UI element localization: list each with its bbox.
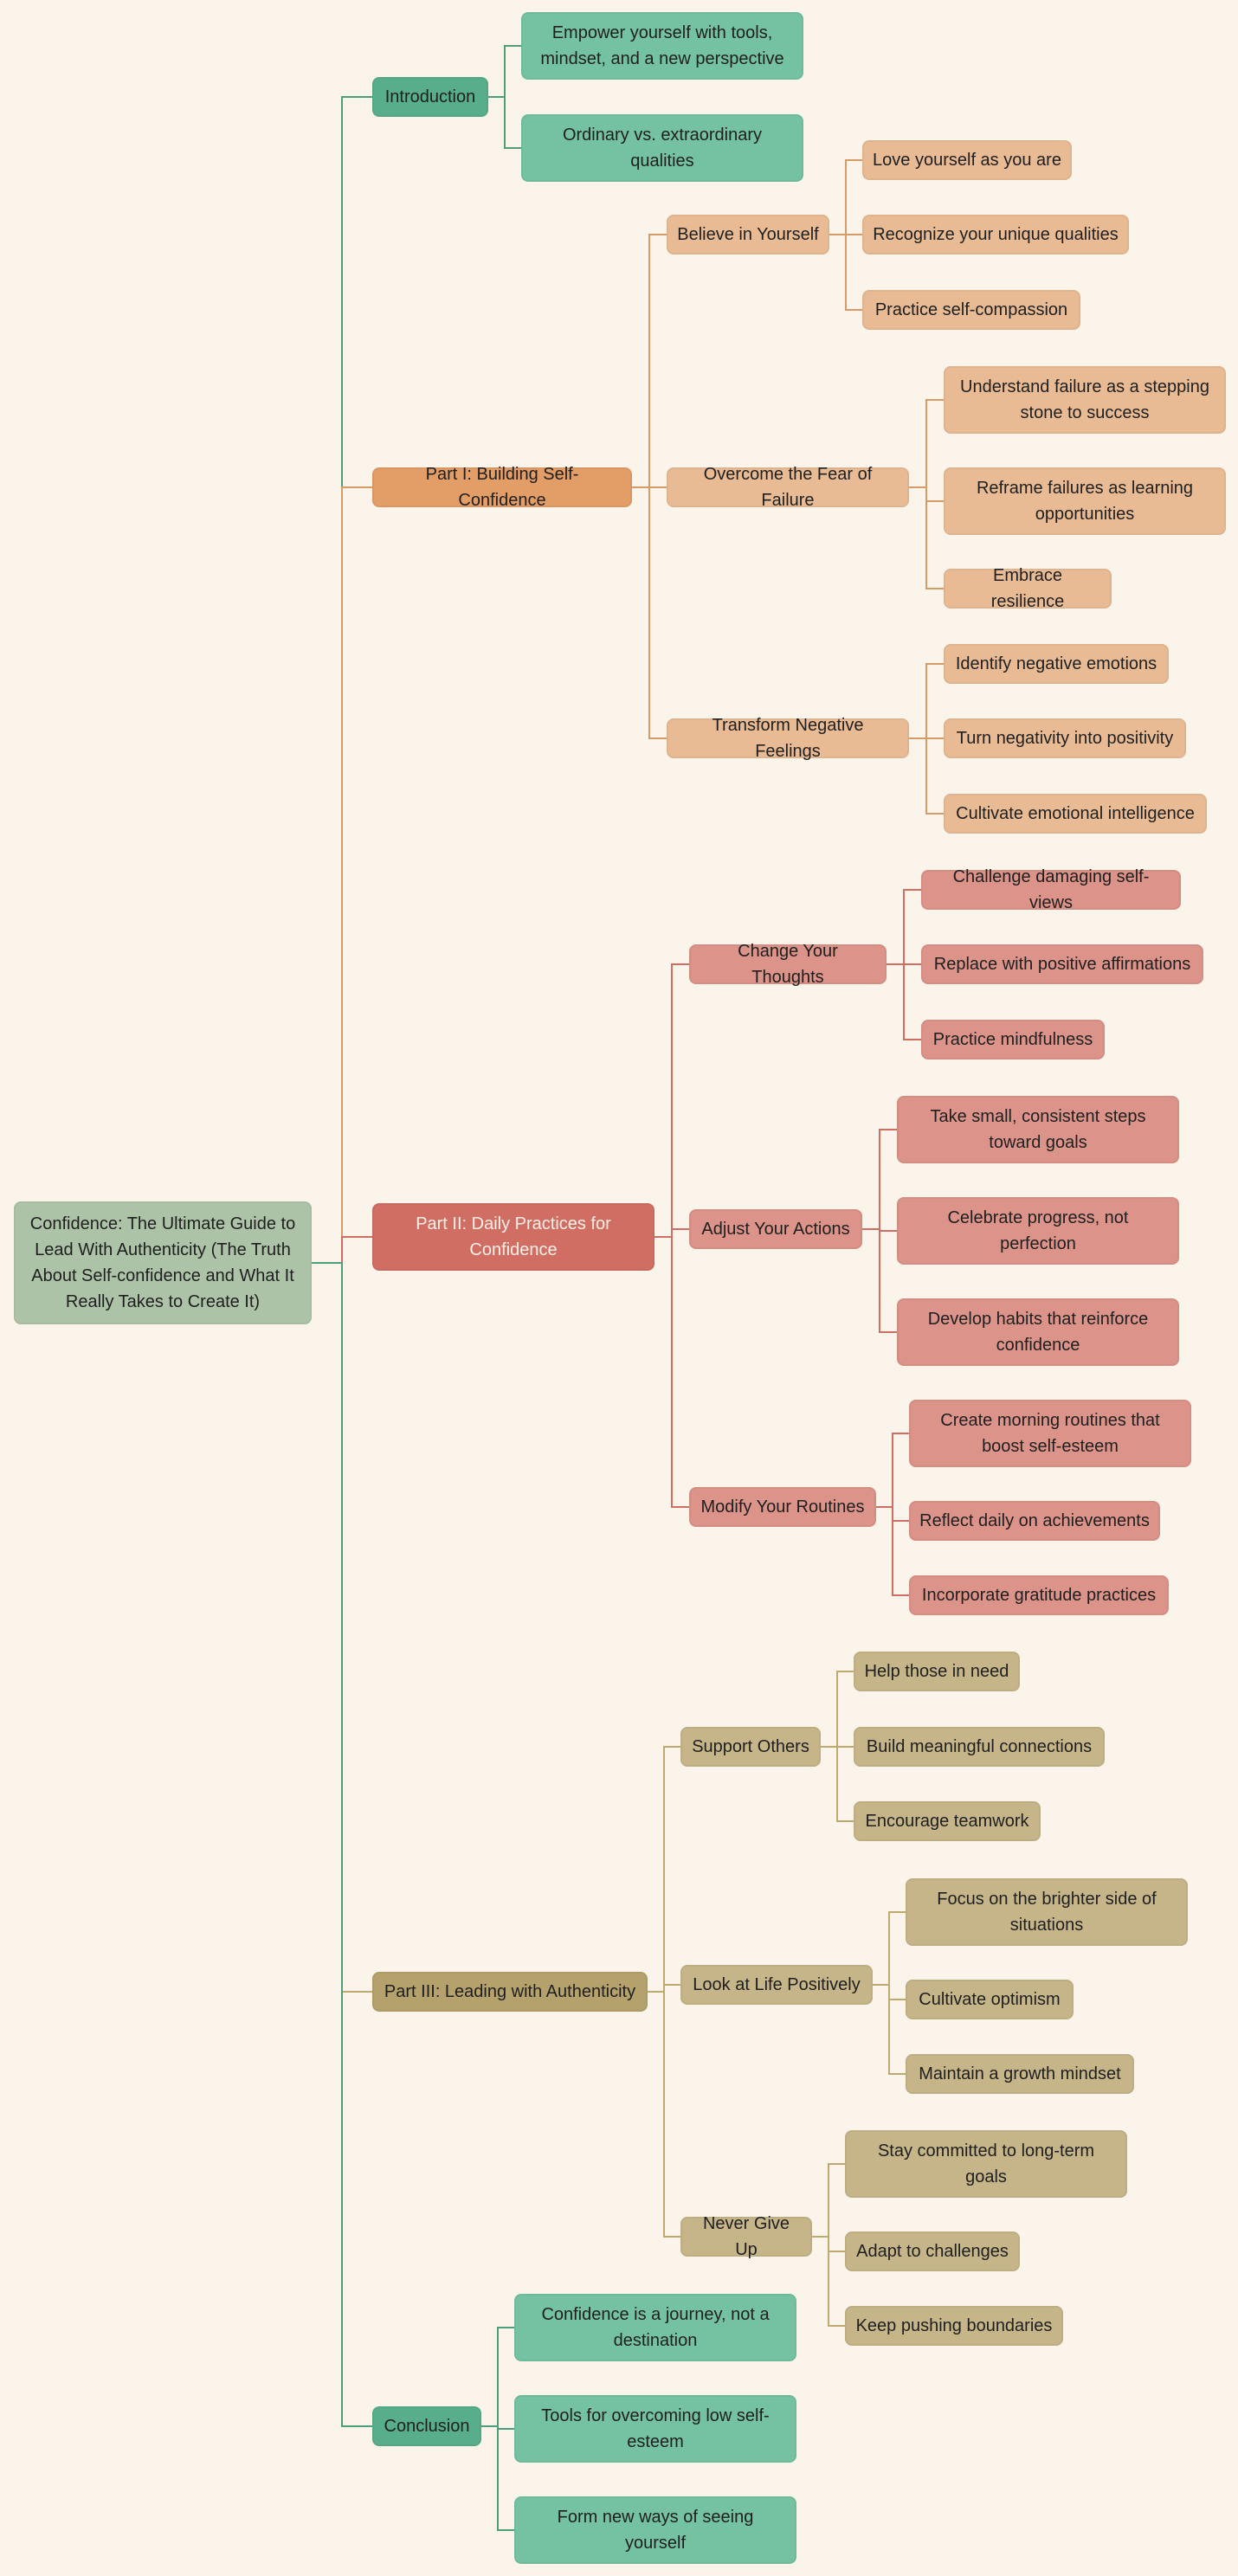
- connector-leaf-stepping-stone: [909, 399, 944, 488]
- connector-branch-part-1: [312, 486, 372, 1264]
- conclusion-item-new-ways: Form new ways of seeing yourself: [514, 2496, 796, 2564]
- leaf-adapt-challenges: Adapt to challenges: [845, 2231, 1020, 2271]
- connector-leaf-self-compassion: [829, 234, 862, 311]
- connector-leaf-love-yourself: [829, 159, 862, 235]
- leaf-help-those: Help those in need: [854, 1652, 1020, 1691]
- leaf-self-compassion: Practice self-compassion: [862, 290, 1080, 330]
- intro-item-empower: Empower yourself with tools, mindset, an…: [521, 12, 803, 80]
- connector-leaf-encourage-teamwork: [821, 1746, 854, 1822]
- leaf-gratitude: Incorporate gratitude practices: [909, 1575, 1169, 1615]
- topic-transform-negative: Transform Negative Feelings: [667, 716, 909, 761]
- leaf-brighter-side: Focus on the brighter side of situations: [906, 1878, 1188, 1946]
- connector-topic-never-give-up: [648, 1991, 680, 2238]
- branch-part-1: Part I: Building Self-Confidence: [372, 465, 632, 510]
- connector-branch-conclusion: [312, 1262, 372, 2427]
- connector-leaf-develop-habits: [862, 1228, 897, 1333]
- connector-leaf-challenge-self-views: [887, 889, 921, 965]
- connector-conclusion-item-new-ways: [481, 2425, 514, 2531]
- topic-believe-in-yourself: Believe in Yourself: [667, 215, 829, 254]
- leaf-morning-routines: Create morning routines that boost self-…: [909, 1400, 1191, 1467]
- leaf-meaningful-connections: Build meaningful connections: [854, 1727, 1105, 1767]
- leaf-reflect-daily: Reflect daily on achievements: [909, 1501, 1160, 1541]
- connector-topic-modify-routines: [654, 1236, 689, 1508]
- connector-leaf-brighter-side: [873, 1911, 906, 1986]
- connector-topic-adjust-actions: [654, 1228, 689, 1238]
- connector-leaf-identify-emotions: [909, 663, 944, 739]
- intro-item-ordinary: Ordinary vs. extraordinary qualities: [521, 114, 803, 182]
- connector-leaf-pushing-boundaries: [812, 2236, 845, 2327]
- root-node: Confidence: The Ultimate Guide to Lead W…: [14, 1201, 312, 1324]
- branch-introduction: Introduction: [372, 77, 488, 117]
- connector-intro-item-empower: [488, 45, 521, 98]
- connector-leaf-help-those: [821, 1671, 854, 1748]
- leaf-encourage-teamwork: Encourage teamwork: [854, 1801, 1041, 1841]
- connector-leaf-mindfulness: [887, 963, 921, 1040]
- topic-modify-routines: Modify Your Routines: [689, 1487, 876, 1527]
- leaf-emotional-intelligence: Cultivate emotional intelligence: [944, 794, 1207, 834]
- leaf-stepping-stone: Understand failure as a stepping stone t…: [944, 366, 1226, 434]
- leaf-embrace-resilience: Embrace resilience: [944, 566, 1112, 611]
- connector-topic-look-positively: [648, 1984, 680, 1993]
- connector-topic-support-others: [648, 1746, 680, 1993]
- connector-topic-believe-in-yourself: [632, 234, 667, 488]
- connector-leaf-emotional-intelligence: [909, 737, 944, 815]
- leaf-reframe-failures: Reframe failures as learning opportuniti…: [944, 467, 1226, 535]
- topic-look-positively: Look at Life Positively: [680, 1965, 873, 2005]
- connector-intro-item-ordinary: [488, 96, 521, 149]
- leaf-positive-affirmations: Replace with positive affirmations: [921, 944, 1203, 984]
- topic-fear-of-failure: Overcome the Fear of Failure: [667, 465, 909, 510]
- leaf-challenge-self-views: Challenge damaging self-views: [921, 867, 1181, 912]
- leaf-celebrate-progress: Celebrate progress, not perfection: [897, 1197, 1179, 1265]
- connector-topic-change-thoughts: [654, 963, 689, 1238]
- leaf-turn-negativity: Turn negativity into positivity: [944, 718, 1186, 758]
- topic-support-others: Support Others: [680, 1727, 821, 1767]
- leaf-cultivate-optimism: Cultivate optimism: [906, 1980, 1074, 2019]
- topic-change-thoughts: Change Your Thoughts: [689, 942, 887, 987]
- leaf-unique-qualities: Recognize your unique qualities: [862, 215, 1129, 254]
- topic-adjust-actions: Adjust Your Actions: [689, 1209, 862, 1249]
- leaf-love-yourself: Love yourself as you are: [862, 140, 1072, 180]
- topic-never-give-up: Never Give Up: [680, 2214, 812, 2259]
- connector-leaf-morning-routines: [876, 1433, 909, 1508]
- connector-leaf-embrace-resilience: [909, 486, 944, 589]
- connector-branch-part-2: [312, 1236, 372, 1264]
- leaf-develop-habits: Develop habits that reinforce confidence: [897, 1298, 1179, 1366]
- connector-leaf-long-term-goals: [812, 2163, 845, 2238]
- leaf-growth-mindset: Maintain a growth mindset: [906, 2054, 1134, 2094]
- connector-conclusion-item-journey: [481, 2327, 514, 2427]
- branch-conclusion: Conclusion: [372, 2406, 481, 2446]
- connector-leaf-gratitude: [876, 1506, 909, 1596]
- branch-part-3: Part III: Leading with Authenticity: [372, 1972, 648, 2012]
- leaf-long-term-goals: Stay committed to long-term goals: [845, 2130, 1127, 2198]
- connector-topic-transform-negative: [632, 486, 667, 739]
- branch-part-2: Part II: Daily Practices for Confidence: [372, 1203, 654, 1271]
- connector-leaf-small-steps: [862, 1129, 897, 1230]
- leaf-identify-emotions: Identify negative emotions: [944, 644, 1169, 684]
- leaf-mindfulness: Practice mindfulness: [921, 1020, 1105, 1059]
- connector-leaf-growth-mindset: [873, 1984, 906, 2075]
- conclusion-item-journey: Confidence is a journey, not a destinati…: [514, 2294, 796, 2361]
- leaf-small-steps: Take small, consistent steps toward goal…: [897, 1096, 1179, 1163]
- leaf-pushing-boundaries: Keep pushing boundaries: [845, 2306, 1063, 2346]
- conclusion-item-tools: Tools for overcoming low self-esteem: [514, 2395, 796, 2463]
